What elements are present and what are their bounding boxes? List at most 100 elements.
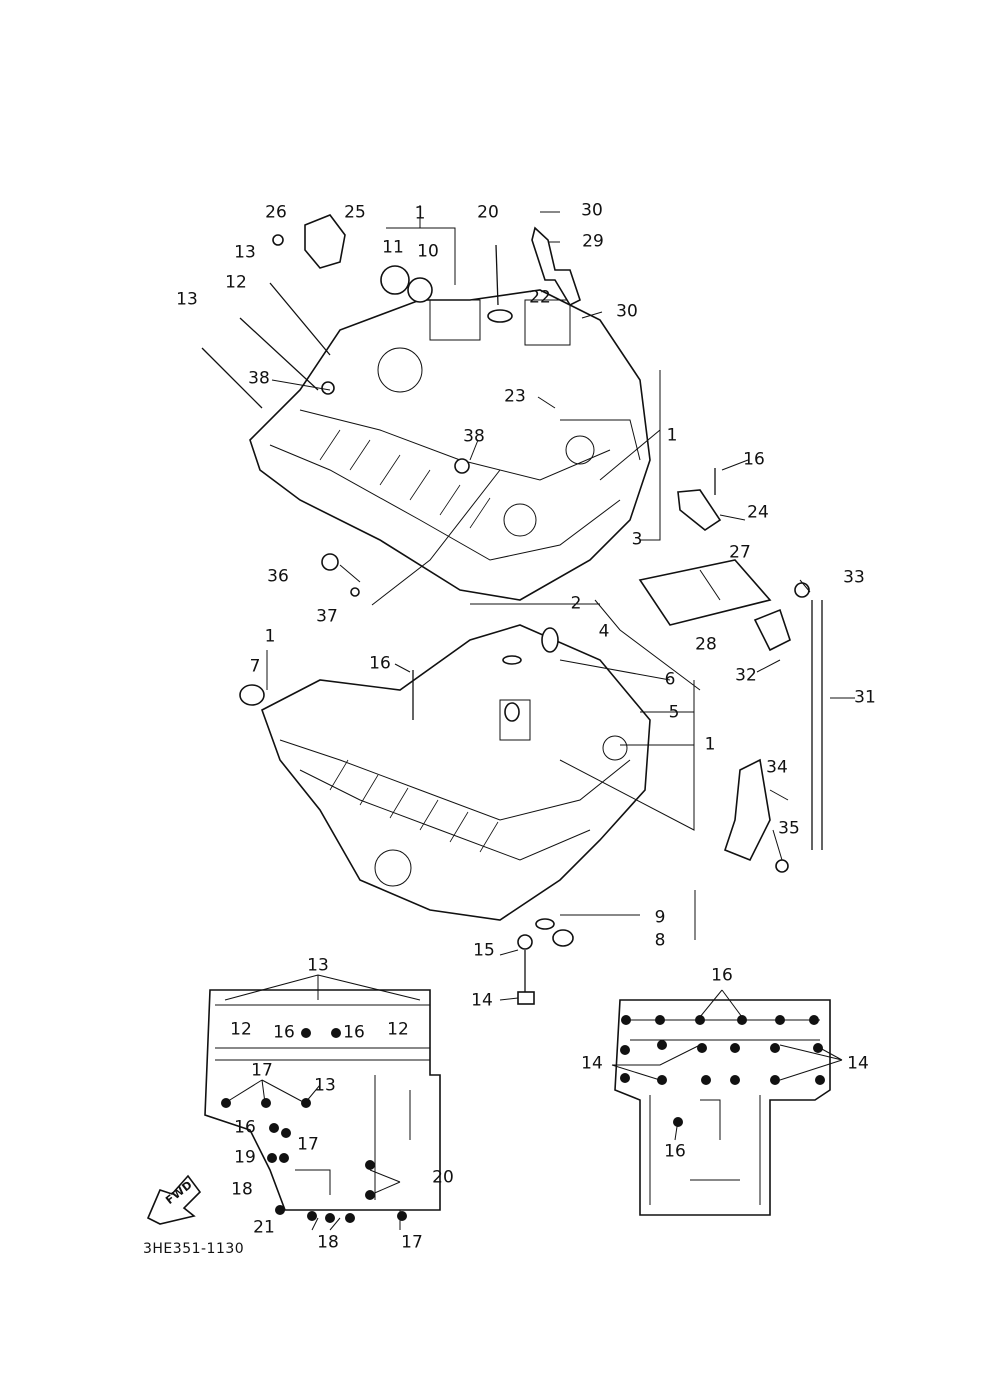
callout-17: 17: [251, 1060, 273, 1081]
callout-9: 9: [654, 907, 666, 928]
callout-13: 13: [307, 955, 329, 976]
bolt-dot: [657, 1075, 667, 1085]
callout-18: 18: [231, 1179, 253, 1200]
callout-14: 14: [471, 990, 493, 1011]
callout-26: 26: [265, 202, 287, 223]
plan-view-left: [204, 974, 441, 1231]
bolt-dot: [281, 1128, 291, 1138]
callout-11: 11: [382, 237, 404, 258]
callout-2: 2: [570, 593, 582, 614]
bolt-dot: [730, 1075, 740, 1085]
bolt-dot: [307, 1211, 317, 1221]
callout-17: 17: [297, 1134, 319, 1155]
callout-1: 1: [666, 425, 678, 446]
callout-34: 34: [766, 757, 788, 778]
leader-lines: [266, 205, 855, 1001]
callout-13: 13: [234, 242, 256, 263]
callout-1: 1: [264, 626, 276, 647]
callout-35: 35: [778, 818, 800, 839]
upper-small-parts: [272, 214, 772, 626]
callout-16: 16: [273, 1022, 295, 1043]
bolt-dot: [809, 1015, 819, 1025]
callout-16: 16: [711, 965, 733, 986]
callout-25: 25: [344, 202, 366, 223]
bolt-dot: [673, 1117, 683, 1127]
callout-3: 3: [631, 529, 643, 550]
callout-38: 38: [248, 368, 270, 389]
bolt-dot: [301, 1098, 311, 1108]
bolt-dot: [620, 1073, 630, 1083]
callout-1: 1: [414, 203, 426, 224]
bolt-dot: [365, 1190, 375, 1200]
callout-16: 16: [234, 1117, 256, 1138]
callout-1: 1: [704, 734, 716, 755]
plan-view-right: [611, 989, 843, 1216]
bolt-dot: [267, 1153, 277, 1163]
callout-27: 27: [729, 542, 751, 563]
callout-12: 12: [230, 1019, 252, 1040]
callout-16: 16: [743, 449, 765, 470]
bolt-dot: [275, 1205, 285, 1215]
callout-5: 5: [668, 702, 680, 723]
callout-33: 33: [843, 567, 865, 588]
callout-24: 24: [747, 502, 769, 523]
callout-17: 17: [401, 1232, 423, 1253]
bolt-dot: [813, 1043, 823, 1053]
callout-37: 37: [316, 606, 338, 627]
bolt-dot: [770, 1043, 780, 1053]
callout-8: 8: [654, 930, 666, 951]
callout-19: 19: [234, 1147, 256, 1168]
callout-20: 20: [432, 1167, 454, 1188]
bolt-dot: [775, 1015, 785, 1025]
callout-6: 6: [664, 669, 676, 690]
bolt-dot: [701, 1075, 711, 1085]
bolt-dot: [221, 1098, 231, 1108]
bolt-dot: [770, 1075, 780, 1085]
bolt-dot: [730, 1043, 740, 1053]
bolt-dot: [279, 1153, 289, 1163]
callout-32: 32: [735, 665, 757, 686]
bolt-dot: [301, 1028, 311, 1038]
lower-crankcase: [261, 624, 651, 921]
upper-studs: [201, 244, 716, 495]
bolt-dot: [620, 1045, 630, 1055]
callout-16: 16: [369, 653, 391, 674]
callout-20: 20: [477, 202, 499, 223]
reference-code: 3HE351-1130: [143, 1241, 245, 1257]
callout-10: 10: [417, 241, 439, 262]
bolt-dot: [621, 1015, 631, 1025]
callout-28: 28: [695, 634, 717, 655]
bolt-dot: [325, 1213, 335, 1223]
callout-13: 13: [176, 289, 198, 310]
plan-view-left-bolt-dots: [221, 1028, 407, 1223]
bolt-dot: [815, 1075, 825, 1085]
bolt-dot: [331, 1028, 341, 1038]
callout-7: 7: [249, 656, 261, 677]
bolt-dot: [365, 1160, 375, 1170]
callout-22: 22: [529, 287, 551, 308]
callout-31: 31: [854, 687, 876, 708]
bolt-dot: [695, 1015, 705, 1025]
callout-4: 4: [598, 621, 610, 642]
bolt-dot: [657, 1040, 667, 1050]
bolt-dot: [697, 1043, 707, 1053]
callout-29: 29: [582, 231, 604, 252]
callout-14: 14: [847, 1053, 869, 1074]
bolt-dot: [655, 1015, 665, 1025]
plan-view-right-bolt-dots: [620, 1015, 825, 1127]
callout-23: 23: [504, 386, 526, 407]
bolt-dot: [269, 1123, 279, 1133]
bolt-dot: [737, 1015, 747, 1025]
fwd-arrow-icon: [146, 1174, 202, 1225]
callout-30: 30: [616, 301, 638, 322]
callout-13: 13: [314, 1075, 336, 1096]
bolt-dot: [261, 1098, 271, 1108]
callout-16: 16: [664, 1141, 686, 1162]
callout-18: 18: [317, 1232, 339, 1253]
callout-12: 12: [387, 1019, 409, 1040]
callout-12: 12: [225, 272, 247, 293]
bolt-dot: [345, 1213, 355, 1223]
upper-crankcase: [249, 289, 651, 601]
